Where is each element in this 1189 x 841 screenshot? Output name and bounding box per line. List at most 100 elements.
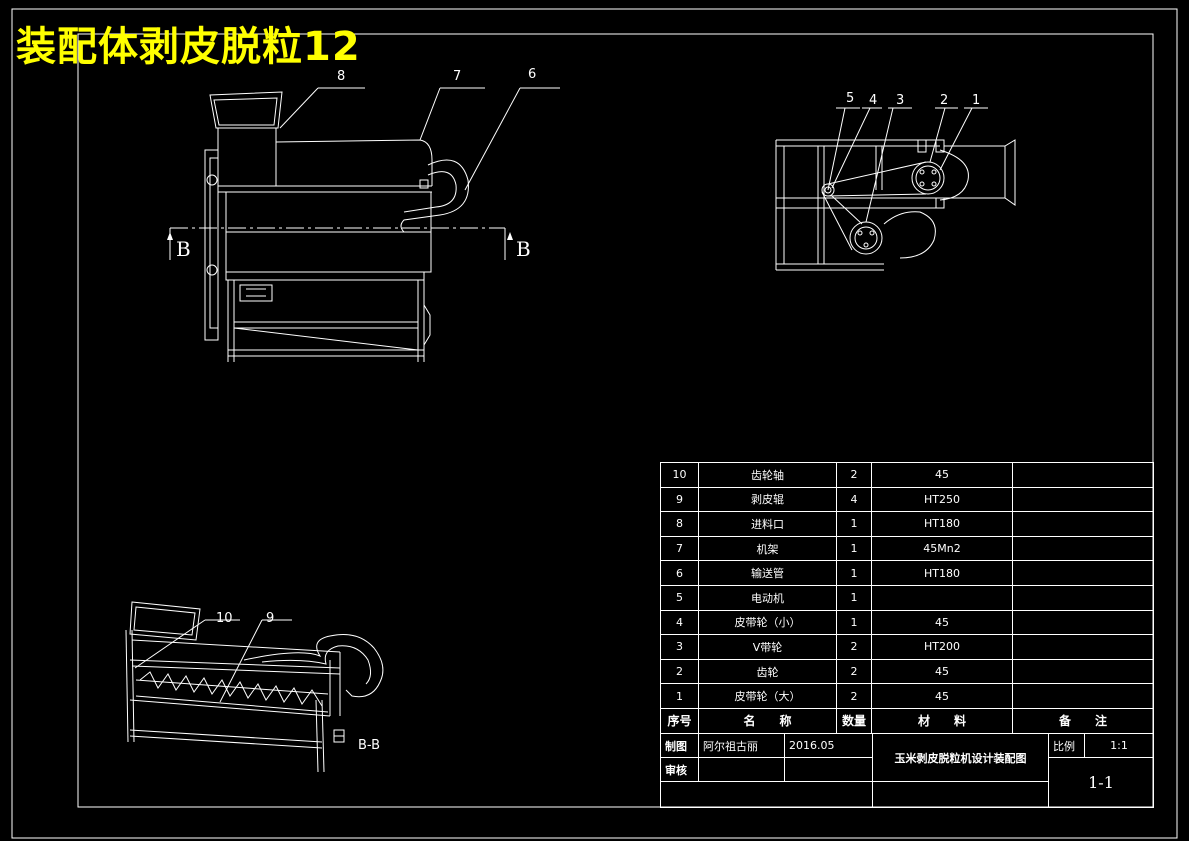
bom-cell-qty: 1 <box>836 609 872 636</box>
drawing-name: 玉米剥皮脱粒机设计装配图 <box>872 733 1049 782</box>
bom-cell-qty: 1 <box>836 584 872 611</box>
bom-cell-qty: 2 <box>836 683 872 709</box>
bom-cell-name: 机架 <box>698 535 837 562</box>
bom-cell-qty: 1 <box>836 535 872 562</box>
bom-cell-material: HT180 <box>871 560 1013 586</box>
bom-cell-no: 2 <box>660 658 699 685</box>
bom-cell-qty: 4 <box>836 486 872 513</box>
bom-cell-qty: 1 <box>836 560 872 586</box>
bom-header-qty: 数量 <box>836 707 872 734</box>
sheet-outer-border <box>11 8 1178 839</box>
bom-cell-qty: 2 <box>836 462 872 488</box>
blank-cell <box>660 781 873 808</box>
balloon-8: 8 <box>337 69 345 84</box>
bom-cell-note <box>1012 462 1154 488</box>
section-label: B-B <box>358 738 380 753</box>
bom-cell-name: 齿轮轴 <box>698 462 837 488</box>
bom-header-no: 序号 <box>660 707 699 734</box>
bom-cell-no: 7 <box>660 535 699 562</box>
bom-cell-note <box>1012 486 1154 513</box>
drawing-date: 2016.05 <box>784 733 873 758</box>
bom-cell-no: 3 <box>660 634 699 660</box>
balloon-10: 10 <box>216 611 233 626</box>
bom-cell-no: 4 <box>660 609 699 636</box>
bom-header-row: 序号名 称数量材 料备 注 <box>660 707 1154 734</box>
bom-cell-name: 进料口 <box>698 511 837 537</box>
sheet-number: 1-1 <box>1048 757 1154 808</box>
bom-cell-note <box>1012 658 1154 685</box>
check-date <box>784 757 873 782</box>
checker <box>698 757 785 782</box>
bom-cell-note <box>1012 584 1154 611</box>
bom-cell-name: 剥皮辊 <box>698 486 837 513</box>
bom-cell-note <box>1012 511 1154 537</box>
balloon-4: 4 <box>869 93 877 108</box>
bom-cell-no: 10 <box>660 462 699 488</box>
bom-cell-material: 45 <box>871 609 1013 636</box>
check-label: 审核 <box>660 757 699 782</box>
bom-cell-qty: 2 <box>836 634 872 660</box>
bom-header-note: 备 注 <box>1012 707 1154 734</box>
balloon-5: 5 <box>846 91 854 106</box>
bom-cell-material: HT180 <box>871 511 1013 537</box>
bom-cell-qty: 2 <box>836 658 872 685</box>
bom-cell-no: 1 <box>660 683 699 709</box>
balloon-9: 9 <box>266 611 274 626</box>
bom-cell-no: 9 <box>660 486 699 513</box>
sheet-inner-border <box>77 33 1154 808</box>
drawn-label: 制图 <box>660 733 699 758</box>
section-view <box>125 601 384 773</box>
bom-cell-no: 8 <box>660 511 699 537</box>
bom-cell-name: V带轮 <box>698 634 837 660</box>
bom-cell-note <box>1012 560 1154 586</box>
bom-cell-material: 45Mn2 <box>871 535 1013 562</box>
balloon-1: 1 <box>972 93 980 108</box>
bom-cell-note <box>1012 535 1154 562</box>
bom-cell-name: 电动机 <box>698 584 837 611</box>
scale-label: 比例 <box>1048 733 1085 758</box>
bom-cell-name: 皮带轮（大） <box>698 683 837 709</box>
bom-cell-note <box>1012 683 1154 709</box>
balloon-7: 7 <box>453 69 461 84</box>
title-block: 制图 阿尔祖古丽 2016.05 玉米剥皮脱粒机设计装配图 比例 1:1 审核 … <box>660 733 1154 808</box>
scale-value: 1:1 <box>1084 733 1154 758</box>
bom-cell-material: HT200 <box>871 634 1013 660</box>
bom-cell-name: 输送管 <box>698 560 837 586</box>
bom-cell-material: 45 <box>871 462 1013 488</box>
bom-cell-no: 5 <box>660 584 699 611</box>
balloon-2: 2 <box>940 93 948 108</box>
bom-cell-name: 齿轮 <box>698 658 837 685</box>
section-mark-right: B <box>516 237 531 261</box>
side-view <box>775 107 1016 271</box>
bom-cell-material: 45 <box>871 683 1013 709</box>
bom-cell-material: 45 <box>871 658 1013 685</box>
drawn-by: 阿尔祖古丽 <box>698 733 785 758</box>
section-mark-left: B <box>176 237 191 261</box>
front-view <box>167 87 560 362</box>
bom-cell-material: HT250 <box>871 486 1013 513</box>
bom-header-name: 名 称 <box>698 707 837 734</box>
bom-cell-material <box>871 584 1013 611</box>
bom-cell-note <box>1012 634 1154 660</box>
drawing-title: 装配体剥皮脱粒12 <box>16 24 361 70</box>
bom-cell-no: 6 <box>660 560 699 586</box>
bom-cell-note <box>1012 609 1154 636</box>
bom-header-material: 材 料 <box>871 707 1013 734</box>
bom-cell-name: 皮带轮（小） <box>698 609 837 636</box>
blank-cell <box>872 781 1049 808</box>
balloon-6: 6 <box>528 67 536 82</box>
bom-cell-qty: 1 <box>836 511 872 537</box>
balloon-3: 3 <box>896 93 904 108</box>
